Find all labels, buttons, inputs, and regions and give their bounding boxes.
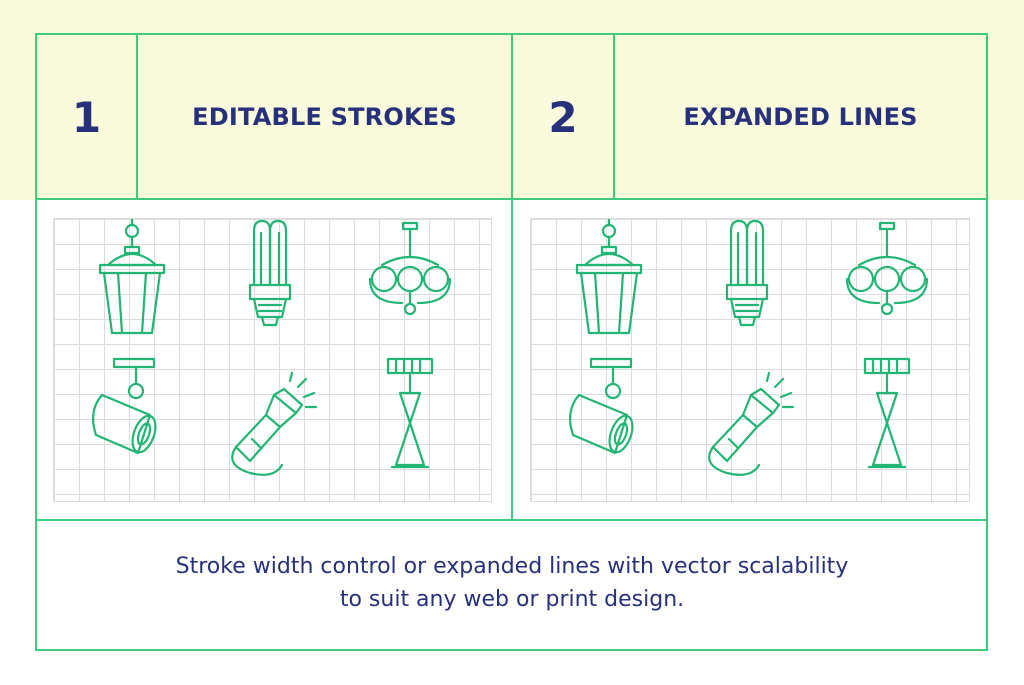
track-spotlight-icon xyxy=(568,357,634,455)
flashlight-icon xyxy=(231,371,318,476)
caption: Stroke width control or expanded lines w… xyxy=(0,550,1024,616)
icon-grid-svg xyxy=(531,219,969,501)
caption-line-2: to suit any web or print design. xyxy=(339,587,685,612)
header-bottom-line xyxy=(35,198,988,200)
flashlight-icon xyxy=(708,371,795,476)
chandelier-icon xyxy=(845,221,929,316)
divider-2 xyxy=(613,33,615,199)
panels-bottom-line xyxy=(35,519,988,521)
section-1-title: EDITABLE STROKES xyxy=(192,103,457,131)
grid-lines xyxy=(54,219,491,501)
chandelier-icon xyxy=(368,221,452,316)
icon-grid-svg xyxy=(54,219,491,501)
section-2-number: 2 xyxy=(548,93,578,142)
cfl-bulb-icon xyxy=(248,219,292,327)
hanging-lantern-icon xyxy=(98,219,166,335)
divider-center xyxy=(511,33,513,521)
section-1-number: 1 xyxy=(71,93,102,142)
floor-lamp-icon xyxy=(863,357,911,469)
cfl-bulb-icon xyxy=(725,219,769,327)
editable-strokes-panel xyxy=(53,218,492,502)
grid-lines xyxy=(531,219,969,501)
floor-lamp-icon xyxy=(386,357,434,469)
section-2-title: EXPANDED LINES xyxy=(683,103,918,131)
divider-1 xyxy=(136,33,138,199)
hanging-lantern-icon xyxy=(575,219,643,335)
expanded-lines-panel xyxy=(530,218,970,502)
caption-line-1: Stroke width control or expanded lines w… xyxy=(175,554,849,579)
track-spotlight-icon xyxy=(91,357,157,455)
